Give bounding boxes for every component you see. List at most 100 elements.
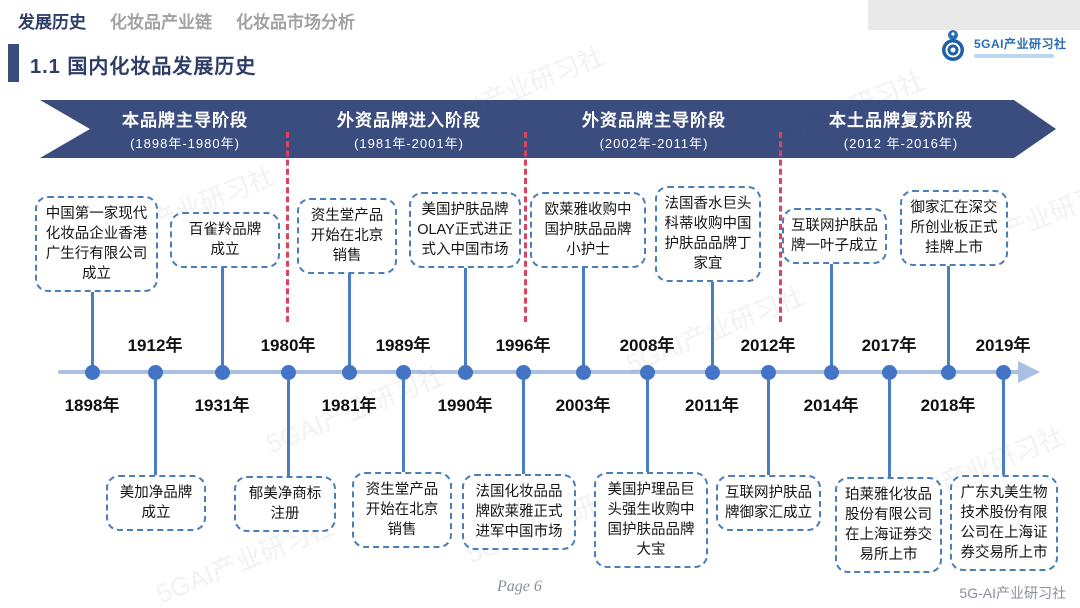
timeline-dot-2014年 <box>823 364 839 380</box>
year-label-1898年: 1898年 <box>64 396 120 415</box>
phase-range: (2012 年-2016年) <box>843 136 959 151</box>
timeline-dot-2018年 <box>940 364 956 380</box>
year-label-2017年: 2017年 <box>861 336 917 355</box>
event-text-line: 互联网护肤品 <box>791 218 878 234</box>
timeline-dot-1912年 <box>147 364 163 380</box>
event-text-line: 股份有限公司 <box>845 507 932 523</box>
page-title: 1.1 国内化妆品发展历史 <box>30 56 257 78</box>
year-label-1980年: 1980年 <box>260 336 316 355</box>
event-connector-2019年 <box>1001 372 1005 475</box>
timeline-dot-1989年 <box>395 364 411 380</box>
event-connector-1989年 <box>401 372 405 472</box>
timeline-dot-1898年 <box>84 364 100 380</box>
phase-title: 本土品牌复苏阶段 <box>829 111 973 130</box>
nav-item-development-history[interactable]: 发展历史 <box>18 13 86 32</box>
page-number: Page 6 <box>497 578 542 595</box>
event-text-line: 成立 <box>141 505 171 521</box>
phase-title: 外资品牌主导阶段 <box>582 111 726 130</box>
event-text-line: 开始在北京 <box>365 502 439 518</box>
event-text-line: 科蒂收购中国 <box>664 216 752 232</box>
year-label-1989年: 1989年 <box>375 336 431 355</box>
event-box-2011年: 法国香水巨头科蒂收购中国护肤品品牌丁家宜 <box>655 186 761 282</box>
event-text-line: 小护士 <box>566 242 610 258</box>
event-connector-2012年 <box>766 372 770 475</box>
year-label-2008年: 2008年 <box>619 336 675 355</box>
phase-foreign-brand-dominant: 外资品牌主导阶段 (2002年-2011年) <box>528 100 780 158</box>
event-box-1990年: 美国护肤品牌 OLAY正式进正式入中国市场 <box>409 192 521 268</box>
phase-title: 本品牌主导阶段 <box>122 111 248 130</box>
year-label-1996年: 1996年 <box>495 336 551 355</box>
timeline-dot-1980年 <box>280 364 296 380</box>
year-label-2019年: 2019年 <box>975 336 1031 355</box>
robot-logo-icon <box>942 30 964 61</box>
event-text-line: 百雀羚品牌 <box>188 222 262 238</box>
phase-domestic-brand-dominant: 本品牌主导阶段 (1898年-1980年) <box>70 100 300 158</box>
event-connector-1931年 <box>220 268 224 372</box>
phase-range: (1898年-1980年) <box>130 136 240 151</box>
event-box-2008年: 美国护理品巨头强生收购中国护肤品品牌大宝 <box>594 472 708 568</box>
top-right-gray-strip <box>868 0 1080 30</box>
event-connector-2014年 <box>829 264 833 372</box>
timeline-dot-2012年 <box>760 364 776 380</box>
event-box-1989年: 资生堂产品开始在北京销售 <box>352 472 452 548</box>
nav-item-industry-chain[interactable]: 化妆品产业链 <box>110 13 212 32</box>
event-connector-1898年 <box>90 292 94 372</box>
event-connector-2011年 <box>710 282 714 372</box>
event-text-line: 法国化妆品品 <box>475 484 563 500</box>
event-text-line: 广东丸美生物 <box>960 485 1048 501</box>
event-text-line: OLAY正式进正 <box>417 222 513 238</box>
event-box-2012年: 互联网护肤品牌御家汇成立 <box>716 475 821 531</box>
event-text-line: 美国护理品巨 <box>607 482 695 498</box>
event-text-line: 式入中国市场 <box>421 242 509 258</box>
event-text-line: 易所上市 <box>859 547 918 563</box>
event-text-line: 注册 <box>270 506 300 522</box>
event-text-line: 在上海证券交 <box>845 527 932 543</box>
footer-brand: 5G-AI产业研习社 <box>959 585 1066 601</box>
event-box-1912年: 美加净品牌成立 <box>106 475 206 531</box>
event-text-line: 中国第一家现代 <box>45 206 148 222</box>
main-nav: 发展历史 化妆品产业链 化妆品市场分析 <box>18 8 355 33</box>
event-text-line: 法国香水巨头 <box>664 196 752 212</box>
phase-title: 外资品牌进入阶段 <box>337 111 481 130</box>
event-text-line: 券交易所上市 <box>960 545 1048 561</box>
phase-range: (1981年-2001年) <box>354 136 464 151</box>
logo-name: 5GAI产业研习社 <box>974 36 1067 51</box>
event-box-2019年: 广东丸美生物技术股份有限公司在上海证券交易所上市 <box>950 475 1058 571</box>
event-text-line: 头强生收购中 <box>607 502 695 518</box>
logo-tagline <box>974 53 1054 58</box>
event-box-1980年: 郁美净商标注册 <box>234 476 336 532</box>
event-box-1981年: 资生堂产品开始在北京销售 <box>297 198 397 274</box>
timeline-dot-1981年 <box>341 364 357 380</box>
year-label-2012年: 2012年 <box>740 336 796 355</box>
year-label-2014年: 2014年 <box>803 396 859 415</box>
timeline-dot-2019年 <box>995 364 1011 380</box>
timeline-dot-2008年 <box>639 364 655 380</box>
timeline-dot-1996年 <box>515 364 531 380</box>
year-label-1981年: 1981年 <box>321 396 377 415</box>
event-connector-1912年 <box>153 372 157 475</box>
year-label-2003年: 2003年 <box>555 396 611 415</box>
event-text-line: 美国护肤品牌 <box>421 202 509 218</box>
event-text-line: 美加净品牌 <box>119 485 193 501</box>
event-text-line: 开始在北京 <box>310 228 384 244</box>
brand-logo: 5GAI产业研习社 <box>938 28 1067 64</box>
event-connector-1996年 <box>521 372 525 474</box>
year-label-1990年: 1990年 <box>437 396 493 415</box>
timeline-dot-1990年 <box>457 364 473 380</box>
phase-local-brand-revival: 本土品牌复苏阶段 (2012 年-2016年) <box>782 100 1020 158</box>
event-text-line: 化妆品企业香港 <box>45 226 148 242</box>
event-box-2003年: 欧莱雅收购中国护肤品品牌小护士 <box>530 192 646 268</box>
year-label-2018年: 2018年 <box>920 396 976 415</box>
event-text-line: 珀莱雅化妆品 <box>845 487 932 503</box>
event-box-2017年: 珀莱雅化妆品股份有限公司在上海证券交易所上市 <box>835 477 942 573</box>
event-text-line: 成立 <box>210 242 240 258</box>
timeline-dot-2017年 <box>881 364 897 380</box>
event-text-line: 牌御家汇成立 <box>725 505 812 521</box>
event-connector-1990年 <box>463 268 467 372</box>
event-text-line: 所创业板正式 <box>910 220 998 236</box>
event-text-line: 郁美净商标 <box>248 486 322 502</box>
nav-item-market-analysis[interactable]: 化妆品市场分析 <box>236 13 355 32</box>
timeline-dot-2003年 <box>575 364 591 380</box>
event-box-2018年: 御家汇在深交所创业板正式挂牌上市 <box>900 190 1008 266</box>
